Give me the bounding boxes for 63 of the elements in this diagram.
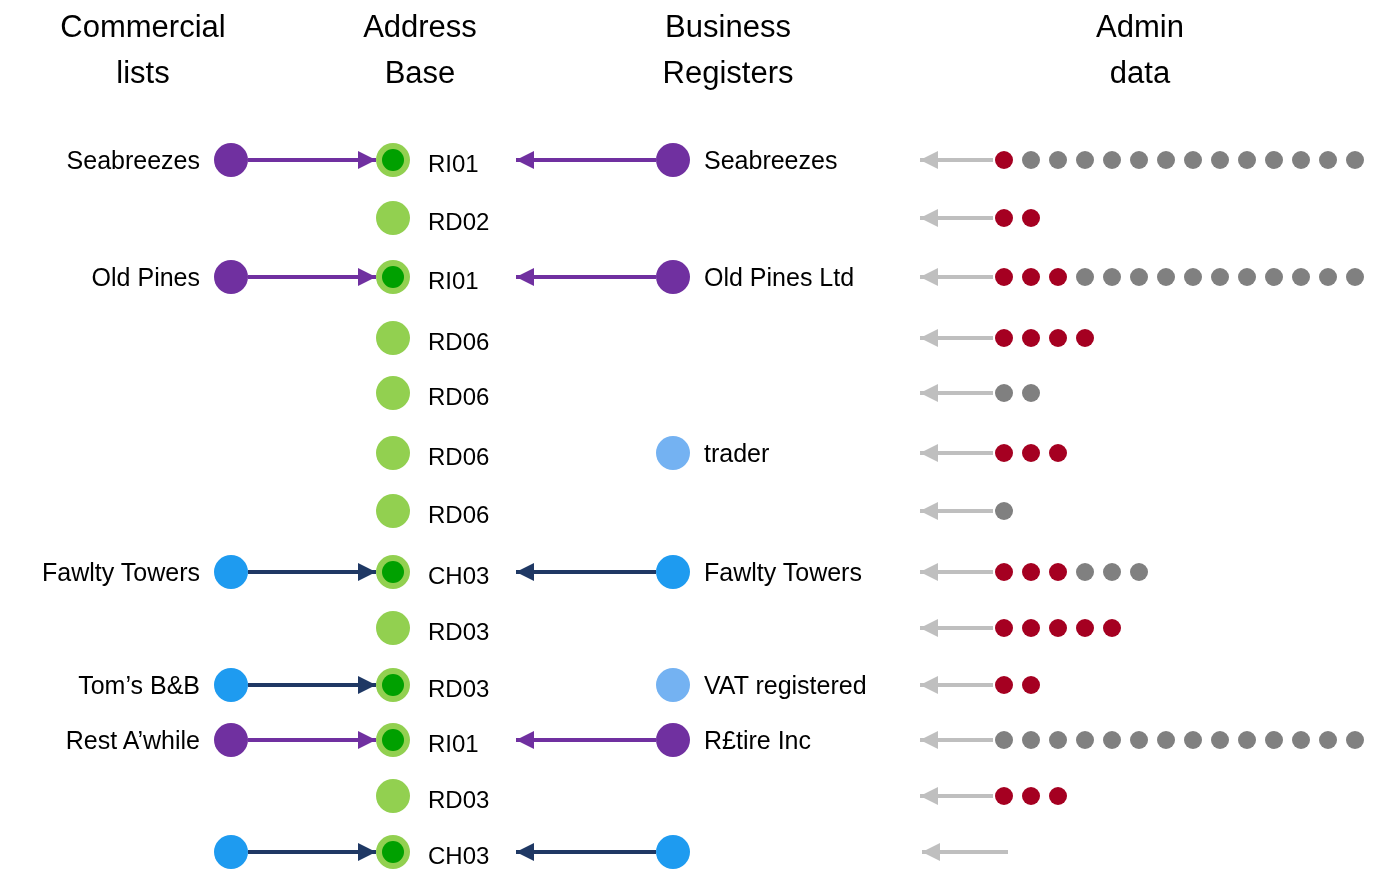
address-code: RD03 xyxy=(428,675,490,703)
column-heading: Address Base xyxy=(363,8,477,92)
column-heading: Admin data xyxy=(1096,8,1184,92)
list-entry-name: Tom’s B&B xyxy=(78,670,200,700)
arrow xyxy=(516,563,656,581)
arrow xyxy=(920,502,993,520)
arrow xyxy=(920,268,993,286)
record-dots xyxy=(995,502,1013,520)
record-dots xyxy=(995,209,1040,227)
address-code: RD03 xyxy=(428,618,490,646)
arrow xyxy=(920,151,993,169)
address-code: RD06 xyxy=(428,443,490,471)
arrow xyxy=(516,268,656,286)
record-dots xyxy=(995,787,1067,805)
arrow xyxy=(248,563,376,581)
record-dots xyxy=(995,676,1040,694)
arrow xyxy=(516,731,656,749)
address-code: RD06 xyxy=(428,383,490,411)
register-entry-name: Seabreezes xyxy=(704,145,838,175)
list-entry-name: Seabreezes xyxy=(66,145,200,175)
list-entry-name: Old Pines xyxy=(91,262,200,292)
register-entry-name: VAT registered xyxy=(704,670,867,700)
address-code: RI01 xyxy=(428,150,479,178)
arrow xyxy=(920,731,993,749)
record-dots xyxy=(995,268,1364,286)
address-code: RI01 xyxy=(428,267,479,295)
record-dots xyxy=(995,731,1364,749)
address-code: RI01 xyxy=(428,730,479,758)
arrow xyxy=(920,787,993,805)
register-entry-name: R£tire Inc xyxy=(704,725,811,755)
record-dots xyxy=(995,563,1148,581)
record-dots xyxy=(995,151,1364,169)
arrow xyxy=(920,209,993,227)
address-code: RD06 xyxy=(428,501,490,529)
arrow xyxy=(920,676,993,694)
address-code: RD03 xyxy=(428,786,490,814)
arrow xyxy=(516,151,656,169)
arrow xyxy=(248,151,376,169)
record-dots xyxy=(995,384,1040,402)
arrow xyxy=(248,843,376,861)
record-dots xyxy=(995,444,1067,462)
arrow xyxy=(920,384,993,402)
record-dots xyxy=(995,619,1121,637)
register-entry-name: Old Pines Ltd xyxy=(704,262,855,292)
arrow xyxy=(920,329,993,347)
arrow xyxy=(248,731,376,749)
arrow xyxy=(920,619,993,637)
register-entry-name: trader xyxy=(704,438,770,468)
column-heading: Commercial lists xyxy=(60,8,226,92)
column-heading: Business Registers xyxy=(662,8,794,92)
list-entry-name: Rest A’while xyxy=(65,725,200,755)
address-code: CH03 xyxy=(428,562,490,590)
arrow xyxy=(516,843,656,861)
arrow xyxy=(920,563,993,581)
arrow xyxy=(920,444,993,462)
address-code: RD06 xyxy=(428,328,490,356)
address-code: CH03 xyxy=(428,842,490,870)
register-entry-name: Fawlty Towers xyxy=(704,557,862,587)
record-dots xyxy=(995,329,1094,347)
address-code: RD02 xyxy=(428,208,490,236)
arrow xyxy=(248,676,376,694)
list-entry-name: Fawlty Towers xyxy=(42,557,200,587)
arrow xyxy=(248,268,376,286)
